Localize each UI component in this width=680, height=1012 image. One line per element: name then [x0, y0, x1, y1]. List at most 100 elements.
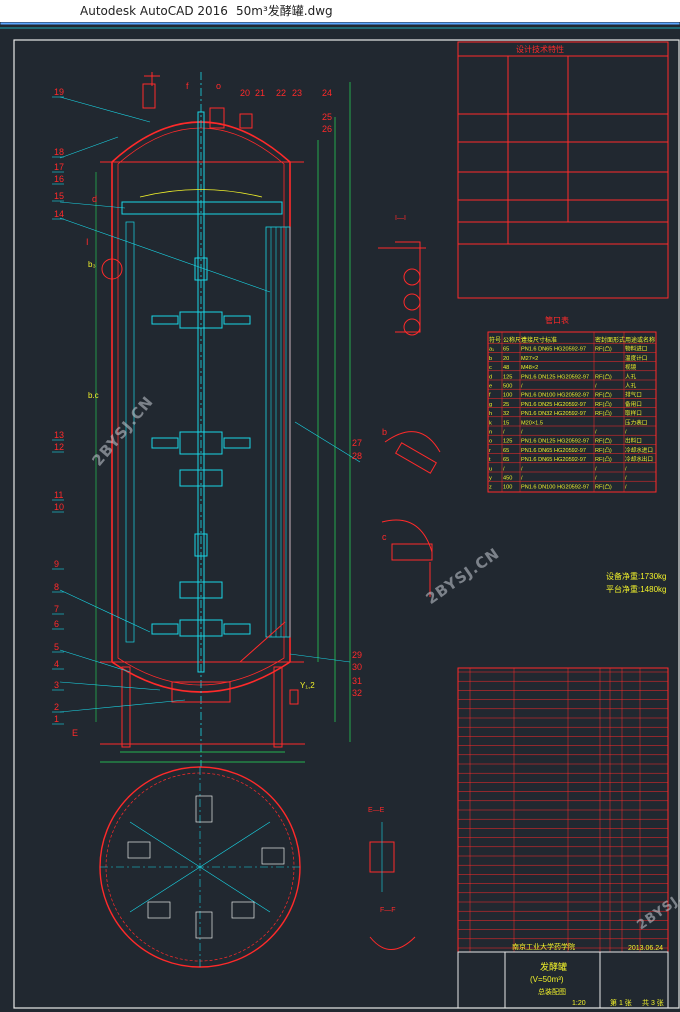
callout-3: 3 — [54, 680, 59, 690]
callout-8: 8 — [54, 582, 59, 592]
operating-weight: 平台净重:1480kg — [606, 584, 666, 594]
title-sub: 总装配图 — [538, 987, 566, 996]
callout-25: 25 — [322, 112, 332, 122]
callout-19: 19 — [54, 87, 64, 97]
nozzle-cell: / — [521, 384, 523, 390]
impeller-1-blade-r — [223, 315, 251, 325]
label-b3: b₃ — [88, 260, 96, 269]
label-section-ff: F—F — [380, 907, 396, 914]
nozzle-cell: c — [489, 365, 492, 371]
callout-4: 4 — [54, 659, 59, 669]
nozzle-cell: / — [625, 466, 627, 472]
nozzle-cell: PN1.6 DN32 HG20592-97 — [521, 411, 586, 417]
callout-22: 22 — [276, 88, 286, 98]
nozzle-top-left — [142, 83, 156, 109]
support-leg-left — [121, 666, 131, 748]
equipment-weight: 设备净重:1730kg — [606, 571, 666, 581]
nozzle-cell: 物料进口 — [625, 345, 647, 353]
nozzle-cell: / — [595, 430, 597, 436]
callout-18: 18 — [54, 147, 64, 157]
detail-b-shell — [384, 431, 441, 453]
nozzle-cell: 65 — [503, 457, 509, 463]
callout-30: 30 — [352, 662, 362, 672]
title-total: 共 3 张 — [642, 998, 664, 1007]
nozzle-cell: / — [503, 430, 505, 436]
nozzle-cell: n — [489, 430, 492, 436]
nozzle-cell: PN1.6 DN125 HG20592-97 — [521, 439, 589, 445]
callout-2: 2 — [54, 702, 59, 712]
nozzle-cell: 温度计口 — [625, 354, 647, 362]
parts-list — [457, 667, 669, 1009]
label-d: d — [92, 194, 97, 204]
nozzle-cell: b — [489, 356, 492, 362]
nozzle-cell: k — [489, 420, 492, 426]
title-name: 发酵罐 — [540, 961, 567, 972]
file-name: 50m³发酵罐.dwg — [236, 4, 333, 18]
nozzle-cell: g — [489, 402, 492, 408]
nozzle-cell: / — [503, 466, 505, 472]
impeller-4 — [179, 581, 223, 599]
nozzle-cell: RF(凸) — [595, 410, 612, 417]
coil-plan-se — [231, 901, 255, 919]
vessel-shell-inner — [117, 127, 285, 686]
nozzle-cell: 15 — [503, 420, 509, 426]
nozzle-cell: 125 — [503, 374, 512, 380]
vessel-elevation — [59, 72, 361, 767]
nozzle-cell: PN1.6 DN25 HG20592-97 — [521, 402, 586, 408]
coil-plan-s — [195, 911, 213, 939]
dimension-lines — [95, 82, 351, 763]
callout-27: 27 — [352, 438, 362, 448]
design-data-table — [457, 41, 669, 299]
leader-15 — [59, 201, 126, 209]
nozzle-cell: M20×1.5 — [521, 420, 543, 426]
nozzle-cell: 人孔 — [625, 382, 637, 390]
nozzle-cell: / — [625, 430, 627, 436]
callout-24: 24 — [322, 88, 332, 98]
detail-c-nozzle — [391, 543, 433, 561]
label-gamma: Y₁,2 — [300, 681, 315, 690]
nozzle-cell: PN1.6 DN65 HG20592-97 — [521, 457, 586, 463]
nozzle-cell: 32 — [503, 411, 509, 417]
nozzle-header-0: 符号 — [489, 336, 501, 344]
callout-21: 21 — [255, 88, 265, 98]
title-sheet: 第 1 张 — [610, 998, 632, 1007]
nozzle-cell: 压力表口 — [625, 418, 647, 426]
plan-axis-d2 — [129, 821, 271, 913]
nozzle-cell: M27×2 — [521, 356, 538, 362]
callout-10: 10 — [54, 502, 64, 512]
nozzle-cell: 冷却水出口 — [625, 455, 653, 463]
impeller-5 — [179, 619, 223, 637]
nozzle-cell: 500 — [503, 384, 512, 390]
nozzle-cell: o — [489, 439, 492, 445]
label-section-ii: I—I — [395, 215, 406, 222]
nozzle-cell: / — [625, 476, 627, 482]
nozzle-cell: 冷却水进口 — [625, 446, 653, 454]
nozzle-cell: u — [489, 466, 492, 472]
label-c: c — [382, 532, 387, 542]
ucs-bar — [0, 22, 680, 25]
nozzle-cell: 65 — [503, 448, 509, 454]
detail-I-body — [395, 241, 421, 333]
nozzle-cell: z — [489, 485, 492, 491]
sight-glass — [101, 258, 123, 280]
label-f: f — [186, 81, 189, 91]
impeller-3 — [179, 469, 223, 487]
nozzle-cell: t — [489, 457, 491, 463]
nozzle-cell: a₁ — [489, 347, 494, 353]
nozzle-cell: 100 — [503, 485, 512, 491]
impeller-5-blade-r — [223, 623, 251, 635]
leader-4 — [59, 681, 161, 691]
sparger-ring — [121, 201, 283, 215]
nozzle-cell: / — [521, 466, 523, 472]
nozzle-cell: RF(凸) — [595, 447, 612, 454]
leader-19 — [59, 96, 151, 123]
nozzle-cell: r — [489, 448, 491, 454]
app-title: Autodesk AutoCAD 2016 — [80, 4, 228, 18]
nozzle-cell: d — [489, 374, 492, 380]
label-I: I — [86, 237, 89, 247]
support-leg-right — [273, 666, 283, 748]
